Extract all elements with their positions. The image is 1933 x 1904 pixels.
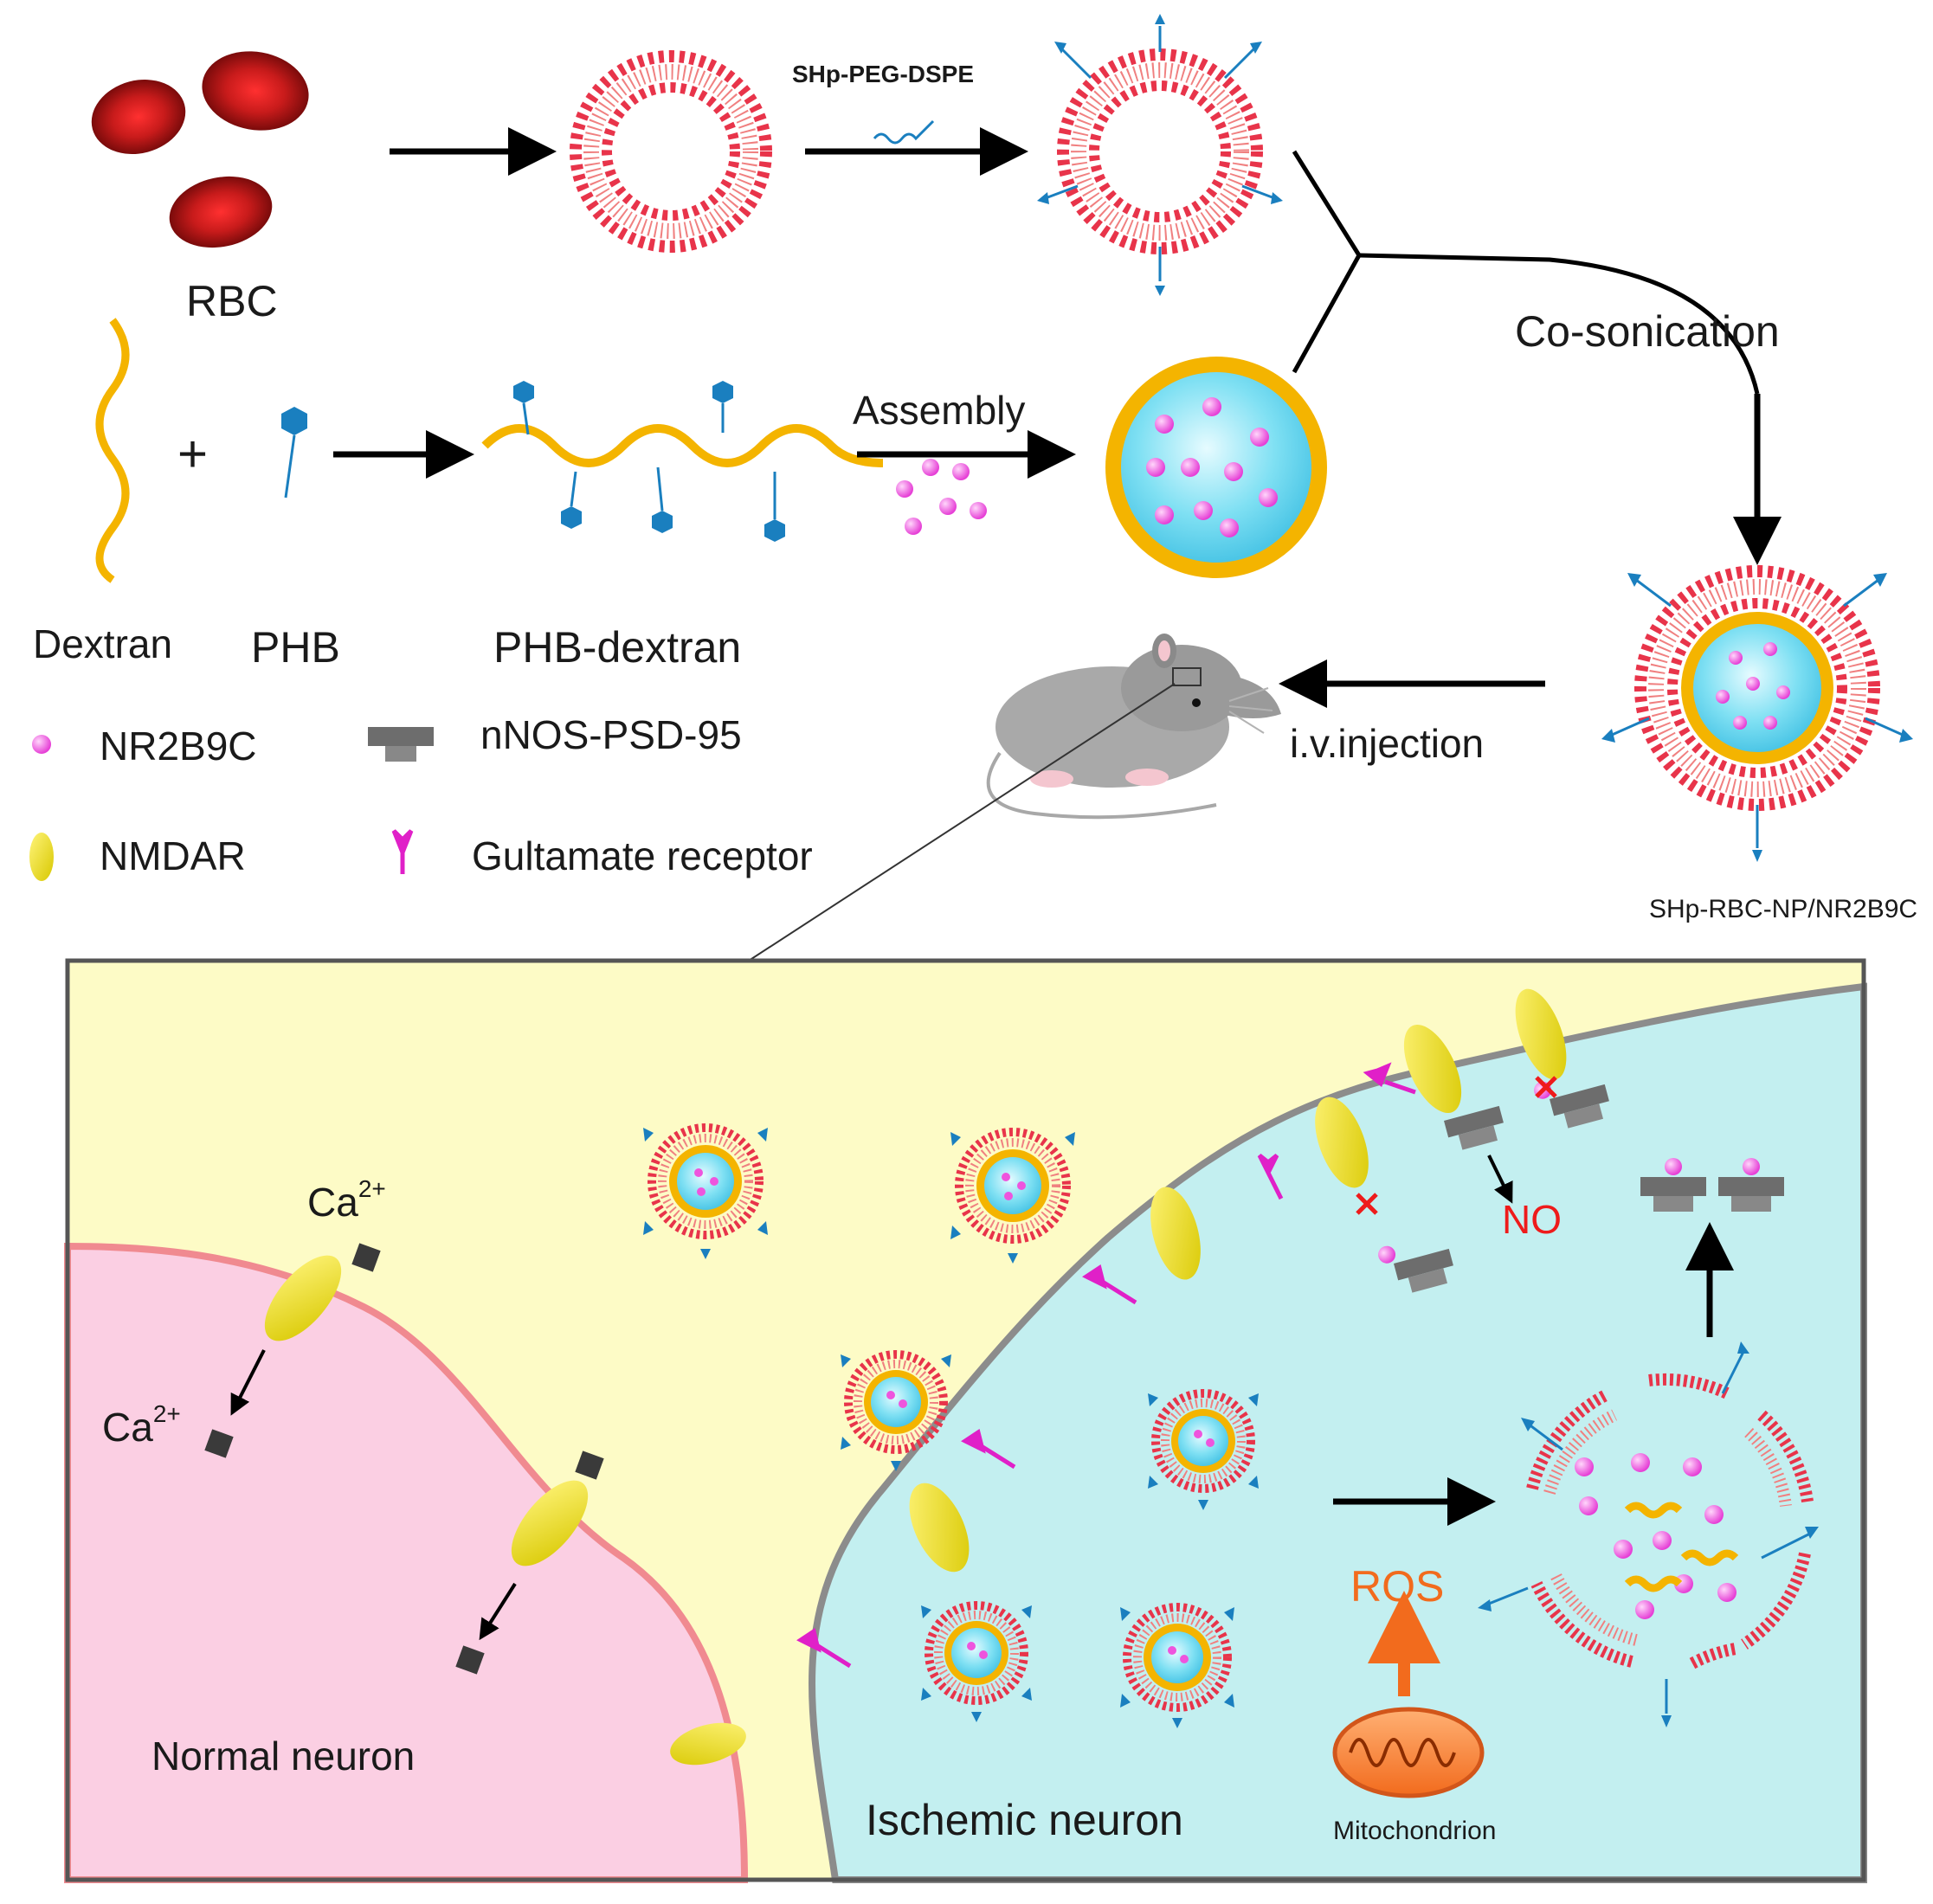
- panel-border: [65, 958, 1866, 1882]
- nnos-psd95-complexes: [1378, 1081, 1784, 1293]
- rbc-nanoparticle: [1148, 1389, 1259, 1510]
- dextran-label: Dextran: [33, 621, 172, 666]
- peg-linker-icon: [873, 119, 935, 145]
- nmdar-channel: [511, 1480, 589, 1566]
- plus-sign: +: [177, 425, 208, 483]
- rbc-nanoparticle: [643, 1123, 768, 1259]
- final-nanoparticle: [1601, 565, 1913, 862]
- final-np-label: SHp-RBC-NP/NR2B9C: [1649, 895, 1917, 923]
- mitochondrion-label: Mitochondrion: [1333, 1817, 1496, 1845]
- nnos-complex-bound: [1718, 1158, 1784, 1212]
- iv-injection-label: i.v.injection: [1290, 721, 1484, 766]
- rbc-cells: [91, 51, 309, 248]
- rbc-nanoparticle: [950, 1128, 1075, 1264]
- pink-sphere-icon: [32, 735, 51, 754]
- arrow-to-no: [1487, 1155, 1513, 1204]
- rbc-nanoparticle: [921, 1601, 1032, 1722]
- rbc-cell: [202, 51, 309, 131]
- legend-item-nnos-psd95: nNOS-PSD-95: [480, 712, 742, 757]
- no-label: NO: [1502, 1197, 1562, 1242]
- legend-item-glutamate-receptor: Gultamate receptor: [472, 833, 813, 878]
- nnos-complex-bound: [1640, 1158, 1706, 1212]
- zoom-line: [748, 683, 1176, 962]
- shp-peg-dspe-label: SHp-PEG-DSPE: [792, 61, 974, 87]
- bottom-panel: Ca2+ Ca2+ Normal neuron Ischemic neuron: [64, 958, 1867, 1883]
- legend-item-nr2b9c: NR2B9C: [100, 724, 257, 769]
- nnos-complex: [1378, 1245, 1453, 1293]
- arrow-ca-influx-2: [479, 1582, 517, 1641]
- merge-line-to-arc: [1358, 253, 1760, 395]
- calcium-labels: Ca2+ Ca2+: [102, 1175, 386, 1450]
- nmdar-channel: [1515, 988, 1567, 1080]
- phb-molecule: [281, 407, 307, 499]
- assembly-label: Assembly: [853, 388, 1025, 433]
- legend-item-nmdar: NMDAR: [100, 833, 246, 878]
- yellow-ellipse-icon: [29, 833, 54, 881]
- nmdar-channel: [1403, 1024, 1462, 1114]
- nnos-complex: [1444, 1105, 1504, 1150]
- membrane-nanoparticles: [643, 1123, 1259, 1728]
- rbc-nanoparticle: [841, 1350, 951, 1471]
- rbc-vesicle: [570, 50, 772, 253]
- legend: NR2B9C nNOS-PSD-95 NMDAR Gultamate recep…: [29, 712, 813, 881]
- free-nr2b9c-cluster: [896, 459, 987, 535]
- nmdar-channel: [1315, 1097, 1369, 1188]
- mouse-illustration: [986, 634, 1281, 820]
- merge-line-upper: [1292, 150, 1362, 257]
- loaded-core-nanoparticle: [1105, 357, 1327, 578]
- disrupted-nanoparticle: [1478, 1341, 1819, 1727]
- rbc-label: RBC: [186, 277, 278, 325]
- calcium-ions: [204, 1243, 604, 1675]
- svg-text:Ca2+: Ca2+: [102, 1400, 181, 1450]
- phb-label: PHB: [251, 623, 340, 672]
- gray-complex-icon: [368, 727, 434, 762]
- normal-neuron-label: Normal neuron: [151, 1734, 415, 1779]
- magenta-receptor-icon: [391, 829, 414, 874]
- glutamate-receptors: [796, 1062, 1416, 1669]
- phb-dextran-chain: [481, 381, 884, 542]
- rbc-cell: [91, 80, 186, 154]
- shp-vesicle: [1037, 14, 1283, 296]
- ischemic-neuron-label: Ischemic neuron: [866, 1796, 1183, 1844]
- dextran-chain: [95, 318, 130, 583]
- nmdar-channels: [264, 988, 1567, 1766]
- co-sonication-label: Co-sonication: [1515, 307, 1780, 356]
- nmdar-channel: [670, 1722, 746, 1766]
- rbc-nanoparticle: [1120, 1603, 1234, 1728]
- ros-label: ROS: [1350, 1562, 1444, 1611]
- mitochondrion-icon: [1332, 1707, 1485, 1798]
- blocked-markers: [1356, 1076, 1557, 1215]
- svg-text:Ca2+: Ca2+: [307, 1175, 386, 1225]
- phb-dextran-label: PHB-dextran: [493, 623, 741, 672]
- nmdar-channel: [909, 1483, 970, 1573]
- merge-line-lower: [1292, 254, 1362, 374]
- nmdar-channel: [264, 1255, 342, 1341]
- arrow-ca-influx-1: [230, 1349, 266, 1416]
- rbc-cell: [169, 176, 273, 248]
- nmdar-channel: [1150, 1187, 1201, 1280]
